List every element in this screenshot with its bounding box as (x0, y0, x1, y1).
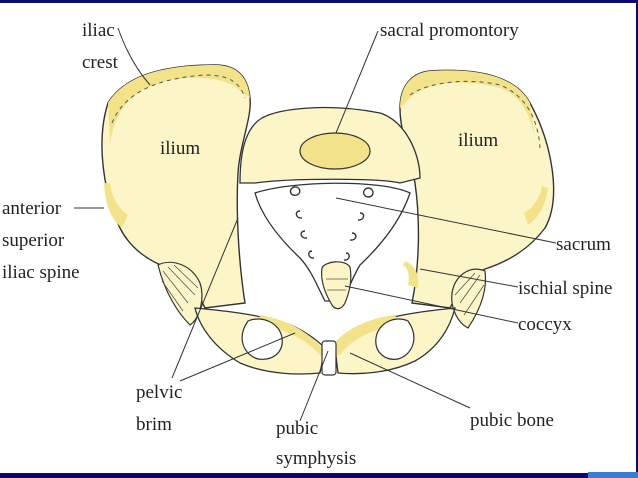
right-iliac-crest (400, 70, 535, 138)
sacrum-body (254, 182, 411, 302)
right-acetabulum (451, 268, 487, 329)
label-symphysis: symphysis (276, 448, 357, 469)
left-iliac-crest-dashes (111, 74, 246, 124)
left-obturator-foramen (241, 318, 283, 360)
label-brim: brim (136, 414, 172, 435)
leader-iliac-crest (117, 27, 151, 86)
coccyx-shape (321, 261, 352, 310)
left-iliac-crest (108, 65, 250, 143)
leader-sacral-promontory (335, 30, 379, 134)
leader-pelvic-brim-1 (171, 217, 239, 379)
right-asis (524, 186, 548, 225)
leader-sacrum (335, 197, 557, 244)
sacral-foramina (289, 186, 374, 261)
label-ischial-spine: ischial spine (518, 278, 613, 299)
pelvic-brim-band (258, 315, 400, 355)
label-pelvic: pelvic (136, 382, 183, 403)
label-sacrum: sacrum (556, 234, 611, 255)
right-ischial-spine-area (403, 261, 419, 288)
right-iliac-crest-dashes (409, 80, 541, 149)
label-ilium-left: ilium (160, 138, 201, 159)
left-asis (104, 183, 128, 228)
right-obturator-foramen (375, 318, 415, 360)
coccyx-segments (326, 278, 348, 291)
leader-ischial-spine (419, 268, 519, 288)
label-crest: crest (82, 52, 118, 73)
leader-pubic-bone (349, 352, 471, 409)
pelvis-diagram (74, 27, 557, 422)
label-ilium-right: ilium (458, 130, 499, 151)
leader-coccyx (344, 285, 519, 324)
label-anterior: anterior (2, 198, 62, 219)
diagram-panel: iliac crest sacral promontory ilium iliu… (0, 3, 636, 473)
label-iliac-spine: iliac spine (2, 262, 80, 283)
label-superior: superior (2, 230, 65, 251)
accent-strip (588, 472, 638, 478)
label-coccyx: coccyx (518, 314, 572, 335)
label-sacral-promontory: sacral promontory (380, 20, 519, 41)
label-pubic-bone: pubic bone (470, 410, 554, 431)
label-iliac: iliac (82, 20, 115, 41)
sacral-promontory (299, 132, 371, 170)
pubic-symphysis-shape (321, 340, 337, 376)
label-pubic: pubic (276, 418, 319, 439)
leader-pelvic-brim-2 (179, 332, 296, 382)
leader-lines (74, 27, 557, 422)
leader-pubic-symphysis (299, 350, 329, 422)
left-acetabulum-hatch (161, 264, 199, 312)
